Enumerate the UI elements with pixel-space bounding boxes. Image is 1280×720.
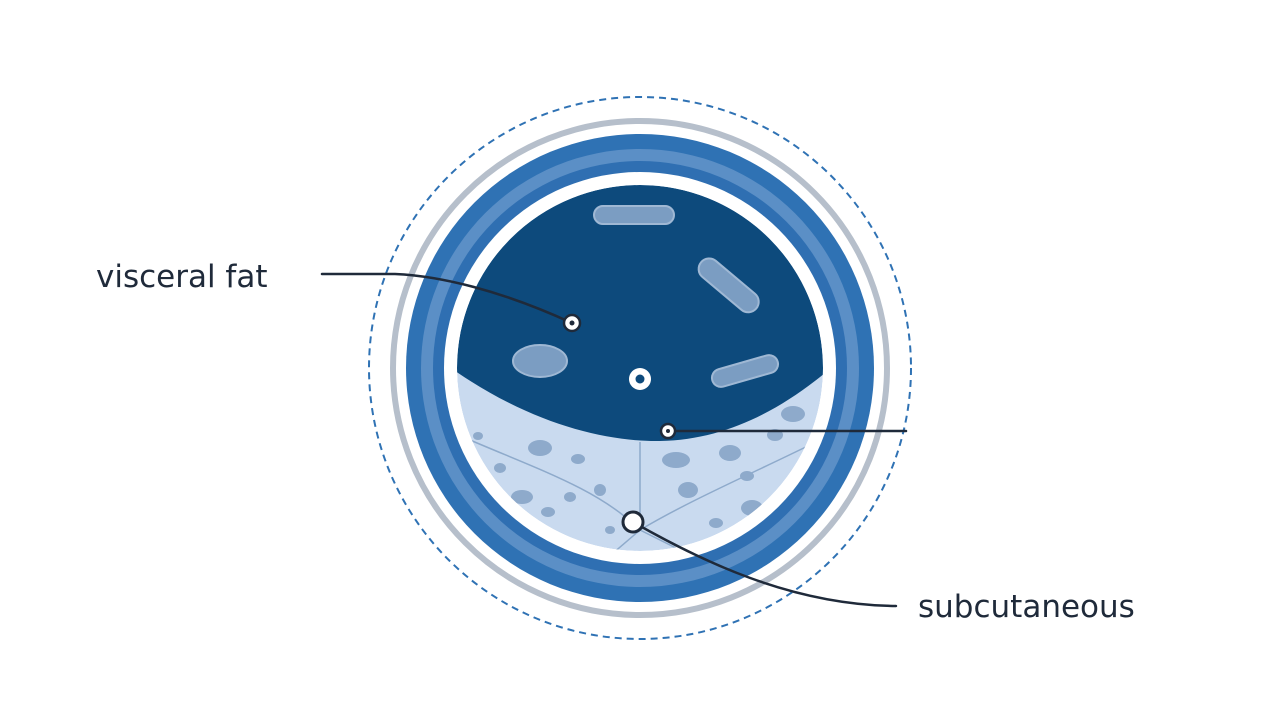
leader-lines <box>320 272 908 608</box>
visceral-fat-label: visceral fat <box>96 259 268 295</box>
visceral-fat-leader <box>320 272 574 325</box>
inner-border <box>453 181 827 555</box>
subcutaneous-label: subcutaneous <box>918 589 1135 625</box>
fat-deposits <box>473 406 805 534</box>
outer-dashed-ring <box>368 96 912 640</box>
leader-endpoints <box>562 313 677 534</box>
grey-ring <box>390 118 890 618</box>
subcutaneous-leader <box>631 520 898 608</box>
subcutaneous-marker <box>621 510 645 534</box>
visceral-organs <box>512 205 780 390</box>
